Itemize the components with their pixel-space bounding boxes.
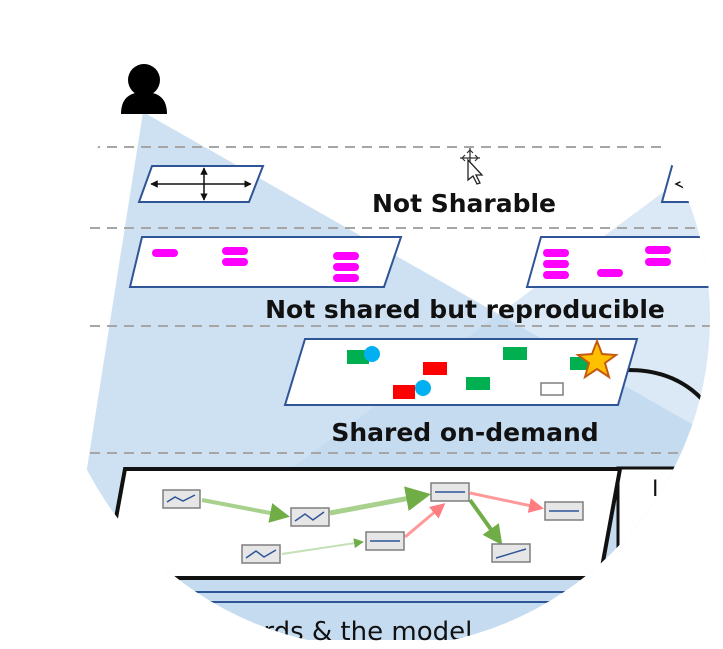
magenta-markers-left — [152, 247, 359, 282]
graph-node — [290, 507, 330, 527]
dashboard-frame-right — [616, 466, 710, 590]
magenta-markers-right — [543, 246, 671, 279]
graph-node — [430, 482, 470, 502]
graph-node — [544, 501, 584, 521]
graph-node — [365, 531, 405, 551]
bottom-caption: boards & the model — [215, 617, 472, 647]
connector-curve — [627, 368, 710, 441]
circular-viewport: Not Sharable Not shared but reproducible — [60, 112, 710, 647]
graph-edges — [201, 486, 544, 555]
reproducible-plane-right — [525, 236, 710, 288]
graph-node — [491, 543, 531, 563]
layer-label-shared-on-demand: Shared on-demand — [331, 418, 598, 447]
dashboard-frame-right-glyph: I — [652, 477, 659, 502]
graph-nodes — [162, 482, 584, 564]
not-sharable-plane-2 — [660, 165, 710, 203]
user-icon — [121, 64, 167, 114]
shared-items — [347, 346, 592, 399]
graph-node — [162, 489, 201, 509]
graph-node — [241, 544, 281, 564]
shared-on-demand-plane — [283, 338, 639, 406]
reproducible-plane-left — [128, 236, 403, 288]
resize-arrows-icon — [150, 167, 252, 201]
layer-separators — [90, 146, 710, 454]
layer-label-not-sharable: Not Sharable — [372, 189, 556, 218]
star-icon — [575, 338, 619, 380]
dashboard-frame-main — [102, 467, 623, 580]
layer-label-not-shared-reproducible: Not shared but reproducible — [265, 295, 665, 324]
move-cursor-icon — [460, 148, 484, 185]
